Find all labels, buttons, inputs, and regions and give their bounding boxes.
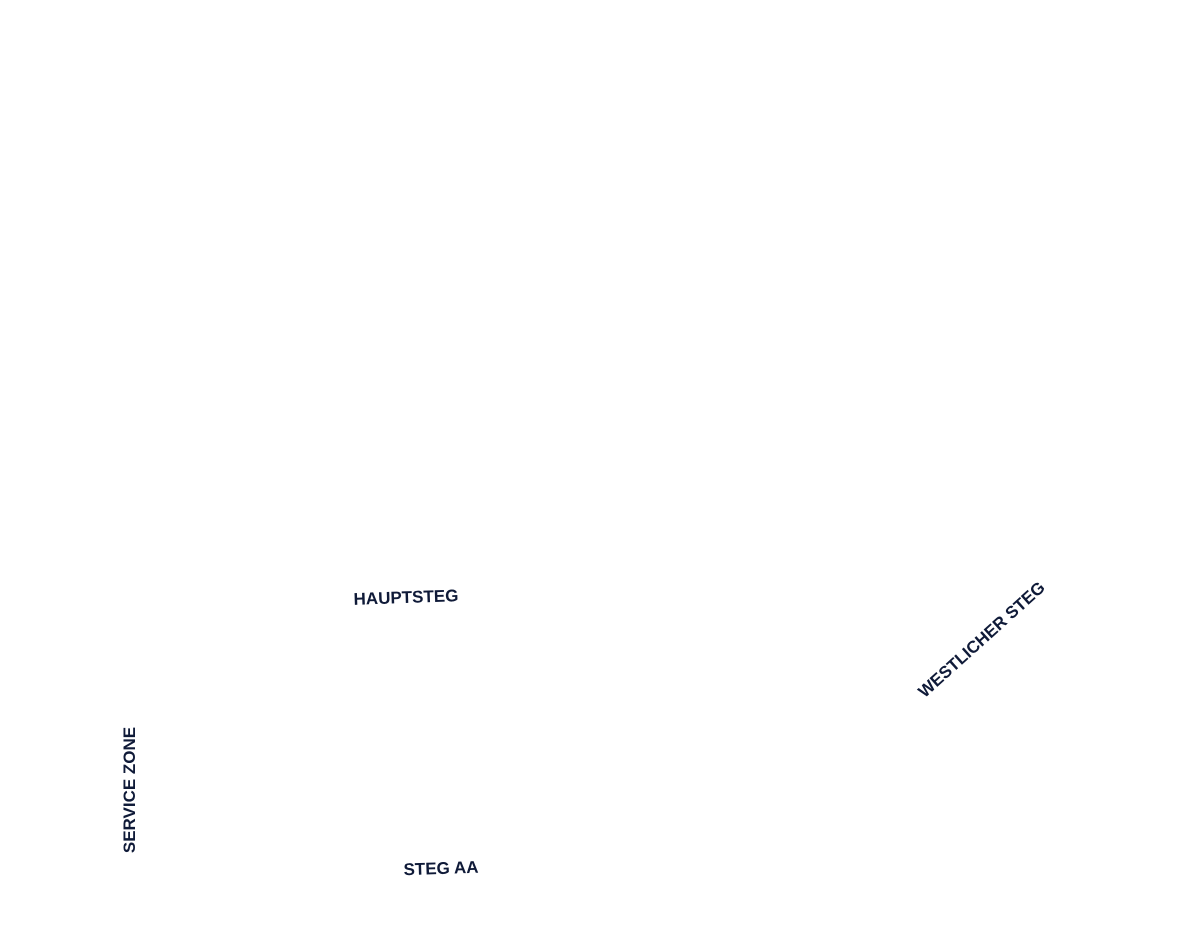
label-hauptsteg: HAUPTSTEG [353, 586, 459, 609]
label-westlicher-steg: WESTLICHER STEG [914, 577, 1049, 702]
label-steg-aa: STEG AA [403, 857, 479, 880]
label-service-zone: SERVICE ZONE [120, 726, 139, 854]
